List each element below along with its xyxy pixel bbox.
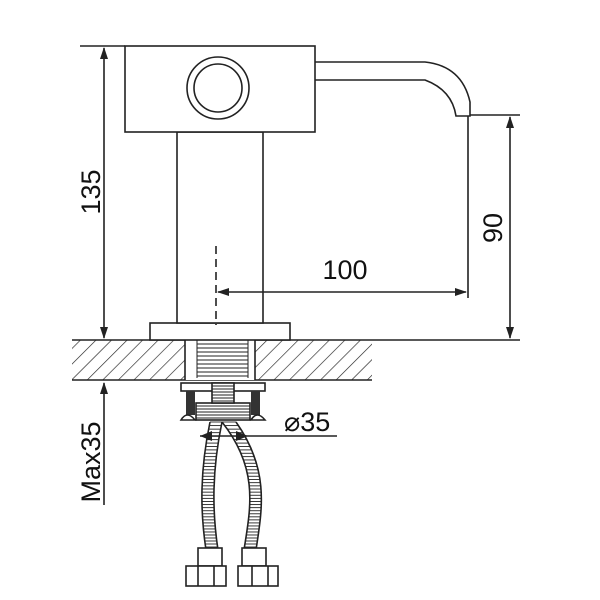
dimension-max-35: Max35 <box>76 382 108 505</box>
label-90: 90 <box>478 213 508 243</box>
dimension-diameter-35: ⌀35 <box>200 407 337 441</box>
mounting-nut <box>179 382 267 421</box>
supply-hoses <box>185 421 279 587</box>
shank-threads <box>196 340 249 378</box>
dimension-reach-100: 100 <box>217 116 469 298</box>
label-135: 135 <box>76 169 106 214</box>
countertop <box>72 339 520 381</box>
hose-fitting-right <box>237 547 279 587</box>
base-plate <box>149 322 291 341</box>
stem <box>176 131 264 324</box>
label-diameter-35: ⌀35 <box>284 407 330 437</box>
label-100: 100 <box>322 255 367 285</box>
faucet-body <box>124 45 471 341</box>
hose-fitting-left <box>185 547 227 587</box>
dimension-spout-height-90: 90 <box>470 114 520 339</box>
label-max-35: Max35 <box>76 421 106 502</box>
dimension-height-135: 135 <box>76 45 125 339</box>
handle-knob-inner <box>193 63 243 113</box>
spout <box>315 61 471 117</box>
